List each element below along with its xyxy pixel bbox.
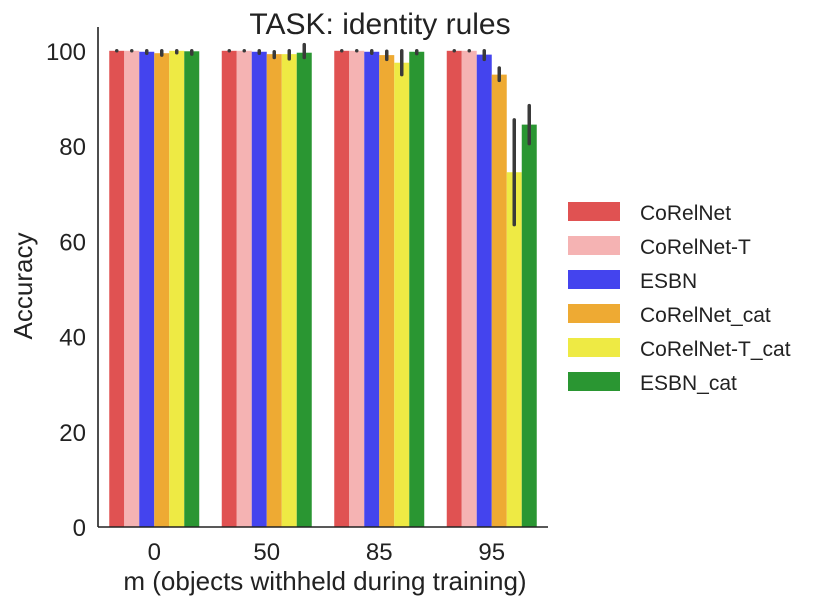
legend-swatch <box>568 338 620 357</box>
y-tick-label: 60 <box>59 229 86 256</box>
x-tick-label: 85 <box>366 539 393 566</box>
legend-swatch <box>568 236 620 255</box>
x-tick-label: 95 <box>478 539 505 566</box>
x-tick-label: 0 <box>148 539 161 566</box>
bar <box>109 50 125 528</box>
legend-label: ESBN <box>640 270 697 293</box>
bar <box>491 74 507 528</box>
x-tick-label: 50 <box>253 539 280 566</box>
bar <box>476 54 492 528</box>
bar <box>349 50 365 528</box>
bar <box>409 51 425 527</box>
legend-swatch <box>568 202 620 221</box>
bar <box>251 51 267 527</box>
legend-label: CoRelNet-T_cat <box>640 338 791 361</box>
bar <box>184 51 200 527</box>
bar <box>506 172 522 528</box>
bar <box>364 51 380 527</box>
y-tick-label: 40 <box>59 325 86 352</box>
bar <box>154 53 170 527</box>
plot-area <box>109 42 537 528</box>
y-axis: 0 20 40 60 80 100 <box>46 27 99 542</box>
bar <box>334 50 350 528</box>
bar <box>139 51 155 527</box>
y-tick-label: 80 <box>59 134 86 161</box>
bar <box>521 124 537 528</box>
y-axis-label: Accuracy <box>8 233 38 340</box>
bar <box>221 50 237 528</box>
bar <box>281 54 297 527</box>
legend-label: CoRelNet-T <box>640 236 751 259</box>
y-tick-label: 0 <box>73 515 86 542</box>
x-axis-label: m (objects withheld during training) <box>123 566 526 596</box>
bar <box>394 62 410 528</box>
legend-swatch <box>568 270 620 289</box>
bar <box>124 50 140 528</box>
y-tick-label: 20 <box>59 420 86 447</box>
bar <box>296 52 312 528</box>
x-axis: 0 50 85 95 <box>98 526 548 566</box>
bar <box>169 50 185 528</box>
legend-label: CoRelNet <box>640 202 731 225</box>
legend-label: CoRelNet_cat <box>640 304 771 327</box>
legend-swatch <box>568 304 620 323</box>
chart-title: TASK: identity rules <box>249 8 510 41</box>
bar <box>266 54 282 527</box>
legend-swatch <box>568 372 620 391</box>
bar <box>236 50 252 528</box>
legend-label: ESBN_cat <box>640 372 737 395</box>
bar <box>379 55 395 527</box>
bar <box>461 50 477 528</box>
y-tick-label: 100 <box>46 39 86 66</box>
bar <box>446 50 462 528</box>
